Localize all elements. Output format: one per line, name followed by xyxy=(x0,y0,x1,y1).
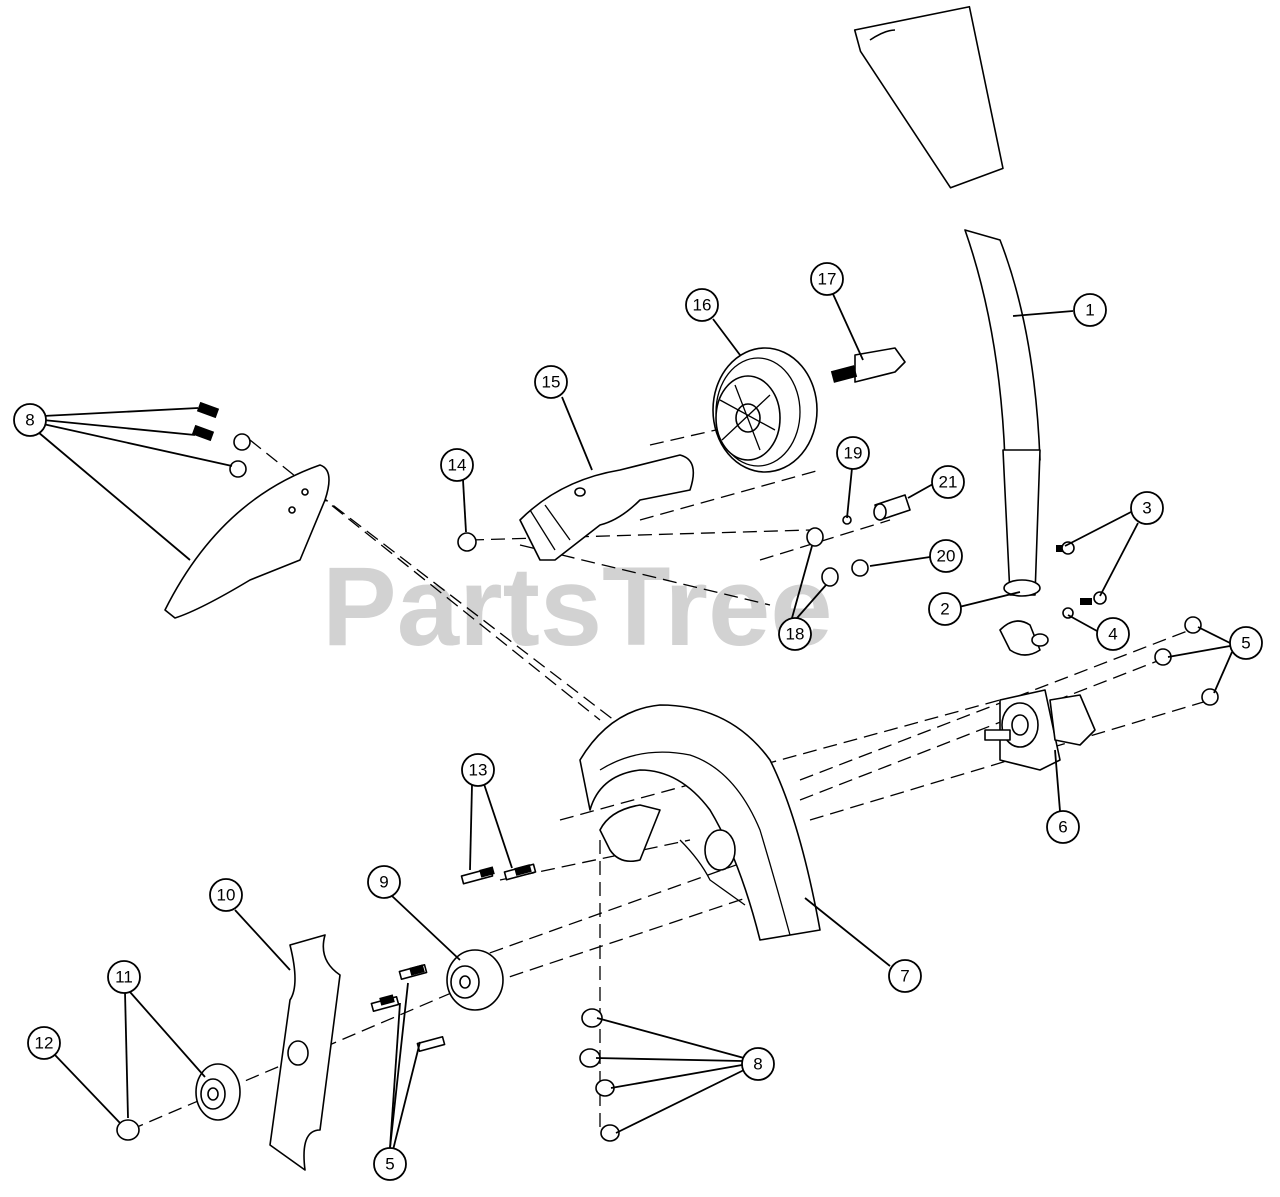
callout-15: 15 xyxy=(534,365,568,399)
callout-18: 18 xyxy=(778,617,812,651)
callout-5-bottom: 5 xyxy=(373,1147,407,1181)
svg-text:19: 19 xyxy=(844,444,863,463)
wheel-arm xyxy=(519,454,695,561)
svg-text:5: 5 xyxy=(1241,634,1250,653)
svg-text:17: 17 xyxy=(818,270,837,289)
callout-20: 20 xyxy=(929,539,963,573)
svg-text:8: 8 xyxy=(753,1055,762,1074)
callout-14: 14 xyxy=(440,448,474,482)
callout-9: 9 xyxy=(367,865,401,899)
svg-text:1: 1 xyxy=(1085,301,1094,320)
callout-8-bottom: 8 xyxy=(741,1047,775,1081)
gearbox-housing xyxy=(984,689,1096,771)
callout-2: 2 xyxy=(928,592,962,626)
nut xyxy=(457,532,477,552)
svg-text:10: 10 xyxy=(217,886,236,905)
callout-3: 3 xyxy=(1130,491,1164,525)
svg-text:14: 14 xyxy=(448,456,467,475)
svg-text:5: 5 xyxy=(385,1155,394,1174)
svg-text:15: 15 xyxy=(542,373,561,392)
callout-17: 17 xyxy=(810,262,844,296)
blade-guard xyxy=(579,704,821,941)
svg-text:2: 2 xyxy=(940,600,949,619)
callout-5-right: 5 xyxy=(1229,626,1263,660)
callout-12: 12 xyxy=(27,1026,61,1060)
callout-7: 7 xyxy=(888,959,922,993)
svg-text:13: 13 xyxy=(469,761,488,780)
svg-text:6: 6 xyxy=(1058,818,1067,837)
svg-text:8: 8 xyxy=(25,411,34,430)
svg-text:20: 20 xyxy=(937,547,956,566)
callout-10: 10 xyxy=(209,878,243,912)
guard-bolts xyxy=(460,863,537,885)
callout-1: 1 xyxy=(1073,293,1107,327)
svg-text:9: 9 xyxy=(379,873,388,892)
handle-tube xyxy=(853,5,1041,597)
callout-16: 16 xyxy=(685,288,719,322)
spindle-bolts xyxy=(370,963,446,1053)
svg-text:7: 7 xyxy=(900,967,909,986)
svg-text:3: 3 xyxy=(1142,499,1151,518)
blade xyxy=(269,934,341,1171)
callout-8-left: 8 xyxy=(13,403,47,437)
svg-text:16: 16 xyxy=(693,296,712,315)
axle-bolt xyxy=(830,347,906,383)
small-hardware xyxy=(806,494,911,587)
svg-text:12: 12 xyxy=(35,1034,54,1053)
callout-4: 4 xyxy=(1096,617,1130,651)
blade-nut xyxy=(116,1119,140,1141)
blade-adapter xyxy=(195,1063,241,1121)
svg-text:11: 11 xyxy=(115,968,133,987)
svg-text:4: 4 xyxy=(1108,625,1117,644)
side-plate xyxy=(164,464,330,619)
watermark: PartsTree xyxy=(322,544,833,669)
wheel xyxy=(712,347,818,473)
callout-19: 19 xyxy=(836,436,870,470)
leader-lines xyxy=(37,293,1233,1151)
callout-6: 6 xyxy=(1046,810,1080,844)
lower-nuts xyxy=(579,1008,620,1142)
right-nuts xyxy=(1154,616,1219,706)
callout-11: 11 xyxy=(107,960,141,994)
callout-13: 13 xyxy=(461,753,495,787)
plate-fasteners xyxy=(191,401,251,478)
svg-text:21: 21 xyxy=(939,473,958,492)
callout-21: 21 xyxy=(931,465,965,499)
spindle xyxy=(446,949,504,1011)
svg-text:18: 18 xyxy=(786,625,805,644)
